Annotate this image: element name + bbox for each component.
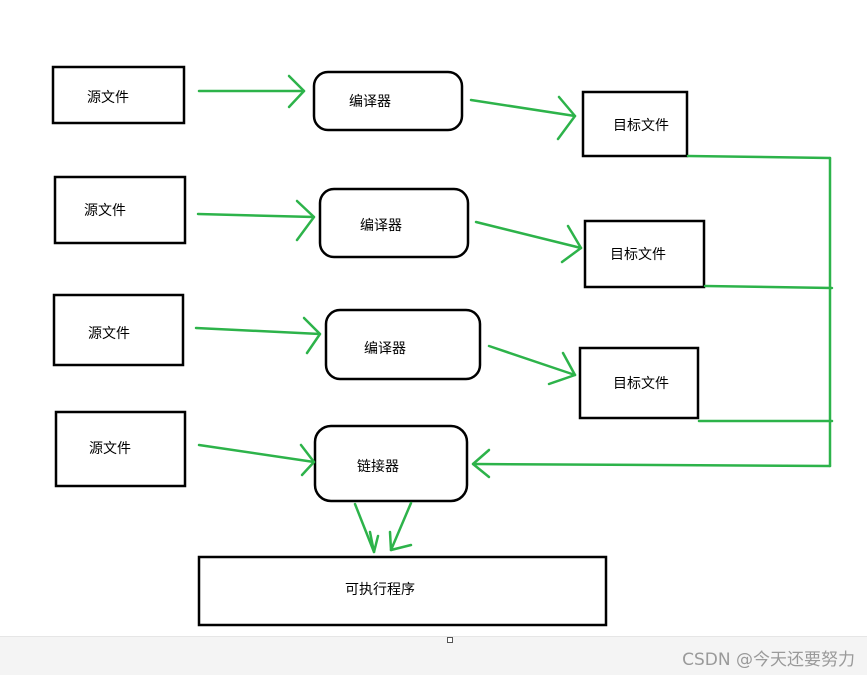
- footer-bar: CSDN @今天还要努力: [0, 636, 867, 675]
- edge-object-bus-to-linker: [471, 154, 834, 479]
- source-file-label-1: 源文件: [87, 90, 129, 106]
- resize-handle-icon: [447, 637, 453, 643]
- compiler-node-3: 编译器: [324, 308, 482, 381]
- source-file-node-4: 源文件: [54, 410, 187, 488]
- edge-source1-compiler1: [197, 74, 306, 109]
- object-file-node-3: 目标文件: [578, 346, 700, 420]
- edge-linker-executable: [353, 501, 413, 554]
- edge-compiler2-object2: [474, 220, 583, 264]
- executable-label: 可执行程序: [345, 582, 415, 598]
- compiler-node-1: 编译器: [312, 70, 464, 132]
- linker-label: 链接器: [357, 458, 399, 475]
- compiler-node-2: 编译器: [318, 187, 470, 259]
- source-file-node-2: 源文件: [53, 175, 187, 245]
- compile-link-diagram: 源文件 源文件 源文件 源文件 编译器 编译器 编译器 链接器 目标文件 目标文…: [51, 65, 834, 627]
- object-file-label-1: 目标文件: [613, 118, 669, 134]
- edge-source3-compiler3: [194, 316, 322, 355]
- object-file-node-2: 目标文件: [583, 219, 706, 289]
- compiler-label-1: 编译器: [349, 94, 391, 110]
- object-file-label-2: 目标文件: [610, 247, 666, 263]
- source-file-node-3: 源文件: [52, 293, 185, 367]
- linker-node: 链接器: [313, 424, 469, 503]
- source-file-label-3: 源文件: [88, 326, 130, 342]
- edge-compiler3-object3: [487, 344, 577, 386]
- object-file-label-3: 目标文件: [613, 376, 669, 392]
- object-file-node-1: 目标文件: [581, 90, 689, 158]
- watermark-text: CSDN @今天还要努力: [682, 650, 855, 670]
- compiler-label-3: 编译器: [364, 341, 406, 357]
- edge-source2-compiler2: [196, 199, 316, 242]
- source-file-node-1: 源文件: [51, 65, 186, 125]
- source-file-label-2: 源文件: [84, 203, 126, 219]
- source-file-label-4: 源文件: [89, 441, 131, 457]
- executable-node: 可执行程序: [197, 555, 608, 627]
- edge-compiler1-object1: [469, 95, 577, 141]
- edge-source4-linker: [197, 443, 316, 477]
- compiler-label-2: 编译器: [360, 218, 402, 234]
